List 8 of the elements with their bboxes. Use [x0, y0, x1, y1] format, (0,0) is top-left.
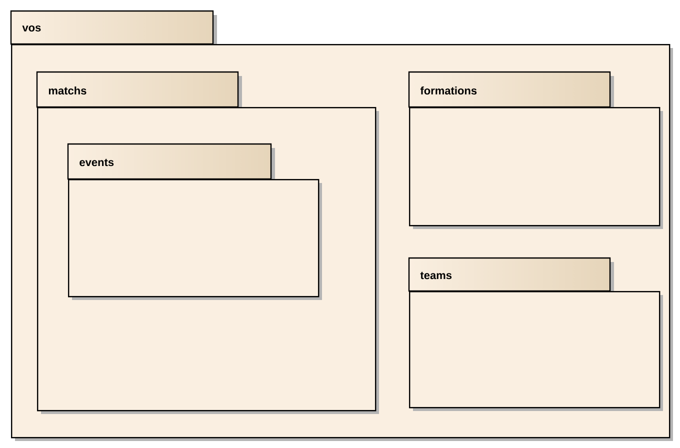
node-label: matchs	[48, 86, 86, 95]
node-label: formations	[420, 86, 477, 95]
node-label: events	[80, 158, 114, 166]
package: events	[67, 143, 322, 300]
node-label: vos	[22, 25, 41, 32]
package: formations	[408, 71, 663, 229]
node-label: teams	[420, 272, 452, 280]
package: teams	[408, 257, 663, 411]
